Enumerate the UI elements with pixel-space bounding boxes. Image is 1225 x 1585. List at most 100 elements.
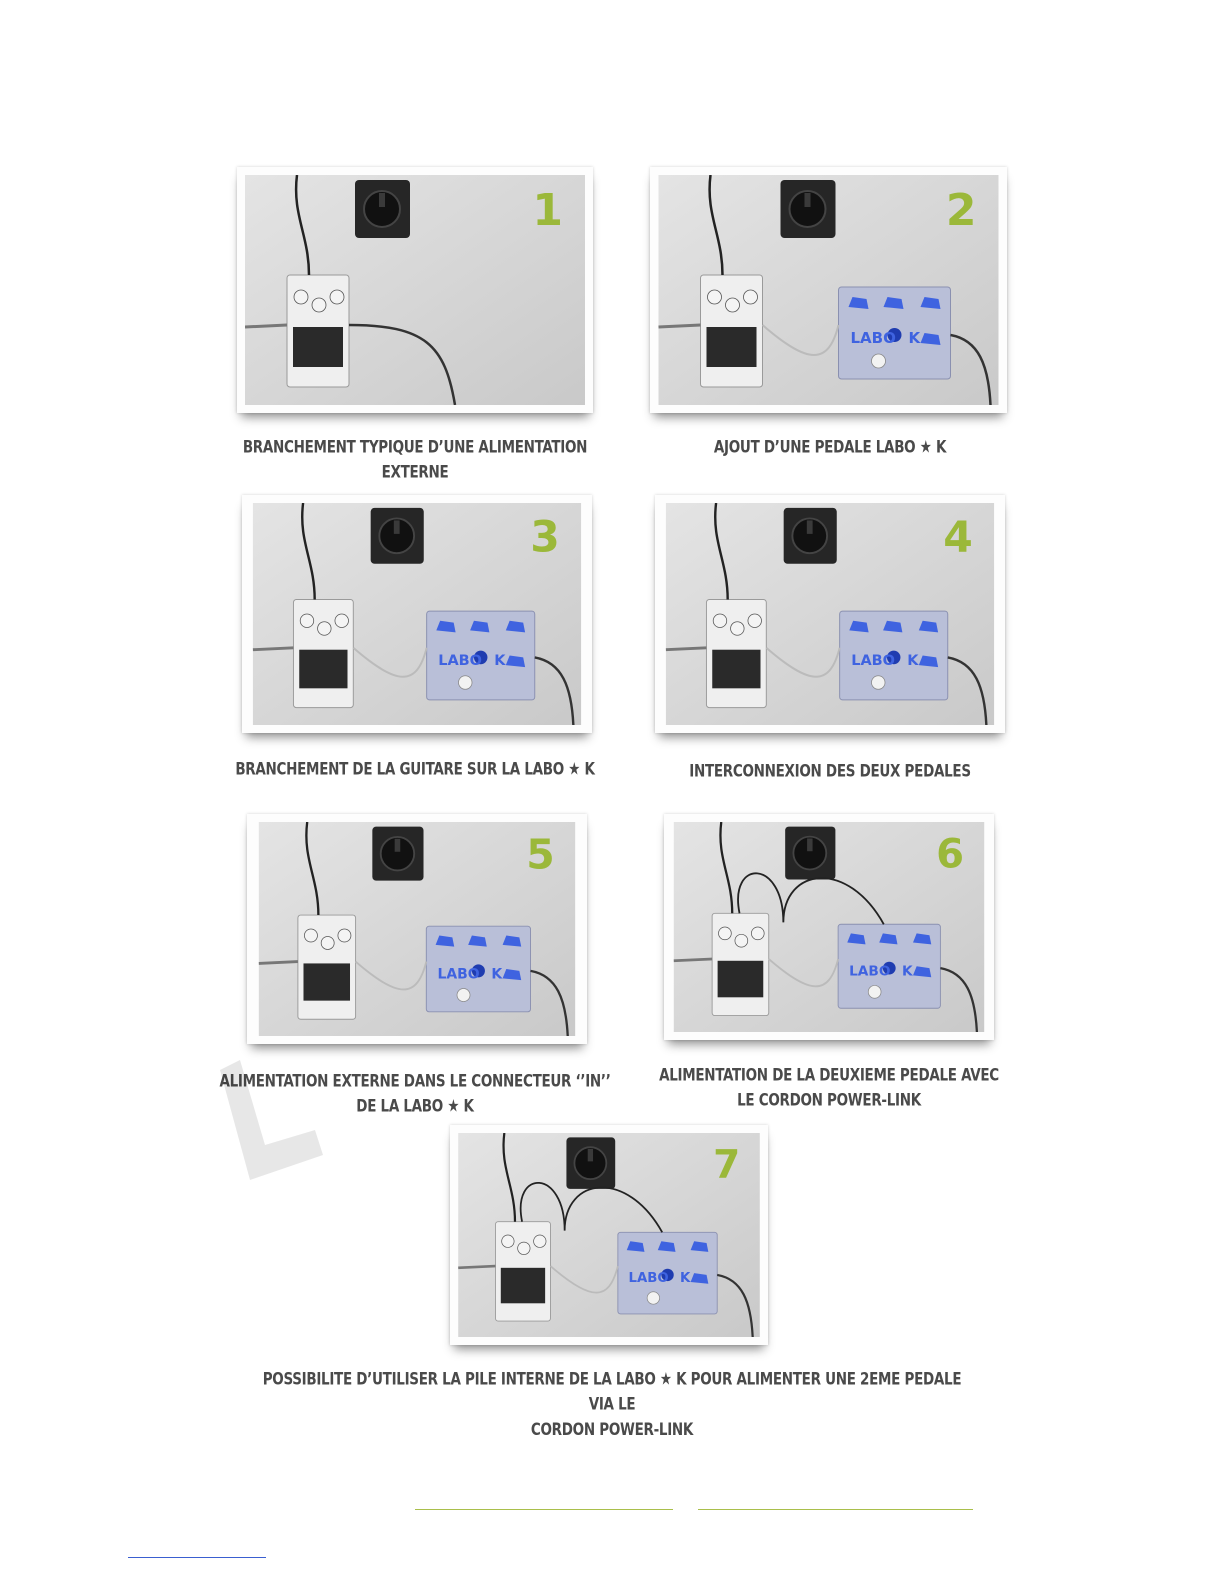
caption-3: BRANCHEMENT DE LA GUITARE SUR LA LABO ★ …: [215, 756, 615, 781]
photo-panel-4: LABO K 4: [655, 495, 1005, 733]
labo-k-pedal: LABO K: [425, 925, 531, 1013]
photo-panel-7: LABO K 7: [450, 1125, 768, 1345]
caption-2-line-1: AJOUT D’UNE PEDALE LABO ★ K: [713, 436, 947, 457]
photo-panel-5: LABO K 5: [247, 814, 587, 1044]
power-cable: [305, 822, 320, 916]
caption-5-line-1: ALIMENTATION EXTERNE DANS LE CONNECTEUR …: [219, 1070, 611, 1091]
guitar-pedal: [286, 274, 350, 388]
power-cable: [708, 175, 724, 276]
caption-7-line-2: CORDON POWER-LINK: [530, 1418, 694, 1440]
photo-panel-1: 1: [237, 167, 593, 413]
output-cable: [245, 323, 288, 329]
patch-cable: [352, 647, 428, 678]
photo-3: LABO K 3: [252, 503, 582, 725]
labo-label: LABO: [437, 966, 479, 982]
caption-6: ALIMENTATION DE LA DEUXIEME PEDALE AVEC …: [629, 1062, 1029, 1113]
photo-2: LABO K 2: [658, 175, 999, 405]
watermark-mark: [220, 1060, 323, 1180]
power-adapter: [566, 1137, 616, 1189]
patch-cable: [765, 647, 841, 678]
photo-4: LABO K 4: [665, 503, 995, 725]
guitar-pedal: [297, 914, 357, 1020]
guitar-cable: [534, 656, 575, 725]
labo-k-pedal: LABO K: [617, 1231, 718, 1315]
patch-cable: [549, 1265, 619, 1294]
panel-number-5: 5: [526, 831, 554, 879]
power-link-cable: [519, 1182, 663, 1233]
guitar-pedal: [711, 912, 770, 1017]
output-cable: [658, 323, 701, 329]
panel-number-6: 6: [936, 832, 964, 878]
footer-line-right: [698, 1509, 973, 1510]
caption-4-line-1: INTERCONNEXION DES DEUX PEDALES: [689, 760, 971, 781]
panel-number-4: 4: [943, 513, 973, 562]
labo-k-pedal: LABO K: [839, 610, 949, 701]
caption-1: BRANCHEMENT TYPIQUE D’UNE ALIMENTATION E…: [215, 434, 615, 485]
power-cable: [719, 822, 734, 914]
power-adapter: [780, 180, 836, 238]
output-cable: [458, 1264, 496, 1270]
labo-k-label: K: [680, 1271, 691, 1286]
footer-line-blue: [128, 1557, 266, 1558]
caption-6-line-1: ALIMENTATION DE LA DEUXIEME PEDALE AVEC: [659, 1064, 999, 1085]
labo-k-pedal: LABO K: [426, 610, 536, 701]
caption-5: ALIMENTATION EXTERNE DANS LE CONNECTEUR …: [215, 1068, 615, 1119]
caption-2: AJOUT D’UNE PEDALE LABO ★ K: [630, 434, 1030, 459]
labo-k-label: K: [494, 653, 506, 669]
labo-k-label: K: [491, 966, 503, 982]
labo-k-label: K: [907, 653, 919, 669]
photo-panel-2: LABO K 2: [650, 167, 1007, 413]
labo-label: LABO: [851, 653, 895, 669]
guitar-pedal: [705, 599, 767, 709]
labo-label: LABO: [438, 653, 482, 669]
labo-label: LABO: [629, 1271, 669, 1286]
power-cable: [714, 503, 729, 600]
output-cable: [252, 646, 294, 652]
guitar-pedal: [495, 1221, 551, 1322]
output-cable: [258, 960, 298, 965]
panel-number-3: 3: [530, 513, 560, 562]
guitar-cable: [950, 333, 992, 405]
caption-7-line-1: POSSIBILITE D’UTILISER LA PILE INTERNE D…: [262, 1368, 962, 1415]
power-cable: [301, 503, 316, 600]
photo-5: LABO K 5: [258, 822, 576, 1036]
power-adapter: [372, 826, 424, 881]
photo-6: LABO K 6: [673, 822, 985, 1032]
labo-label: LABO: [851, 329, 896, 347]
panel-number-2: 2: [946, 185, 977, 236]
guitar-cable: [947, 656, 988, 725]
caption-1-line-1: BRANCHEMENT TYPIQUE D’UNE ALIMENTATION E…: [242, 436, 588, 483]
labo-k-label: K: [909, 329, 922, 347]
photo-1: 1: [245, 175, 585, 405]
power-adapter: [783, 507, 837, 564]
power-cable: [294, 175, 311, 276]
guitar-cable: [716, 1273, 754, 1337]
output-cable: [673, 957, 713, 963]
footer-line-left: [415, 1509, 673, 1510]
labo-label: LABO: [849, 963, 890, 979]
power-adapter: [355, 180, 410, 238]
caption-5-line-2: DE LA LABO ★ K: [356, 1095, 474, 1117]
labo-k-label: K: [902, 963, 914, 979]
caption-7: POSSIBILITE D’UTILISER LA PILE INTERNE D…: [262, 1366, 962, 1442]
caption-3-line-1: BRANCHEMENT DE LA GUITARE SUR LA LABO ★ …: [235, 758, 595, 779]
output-cable: [665, 646, 707, 652]
guitar-pedal: [700, 274, 763, 388]
patch-cable: [768, 958, 840, 988]
caption-6-line-2: LE CORDON POWER-LINK: [737, 1089, 921, 1111]
photo-7: LABO K 7: [458, 1133, 760, 1337]
guitar-pedal: [292, 599, 354, 709]
power-adapter: [370, 507, 424, 564]
guitar-cable: [940, 966, 979, 1032]
caption-4: INTERCONNEXION DES DEUX PEDALES: [630, 758, 1030, 783]
labo-k-pedal: LABO K: [838, 286, 951, 380]
patch-cable: [354, 960, 428, 991]
photo-panel-3: LABO K 3: [242, 495, 592, 733]
guitar-cable: [530, 969, 569, 1036]
patch-cable: [761, 324, 840, 356]
panel-number-7: 7: [713, 1142, 740, 1187]
power-link-cable: [737, 872, 885, 925]
guitar-cable: [348, 323, 457, 405]
panel-number-1: 1: [532, 185, 563, 236]
photo-panel-6: LABO K 6: [664, 814, 994, 1040]
